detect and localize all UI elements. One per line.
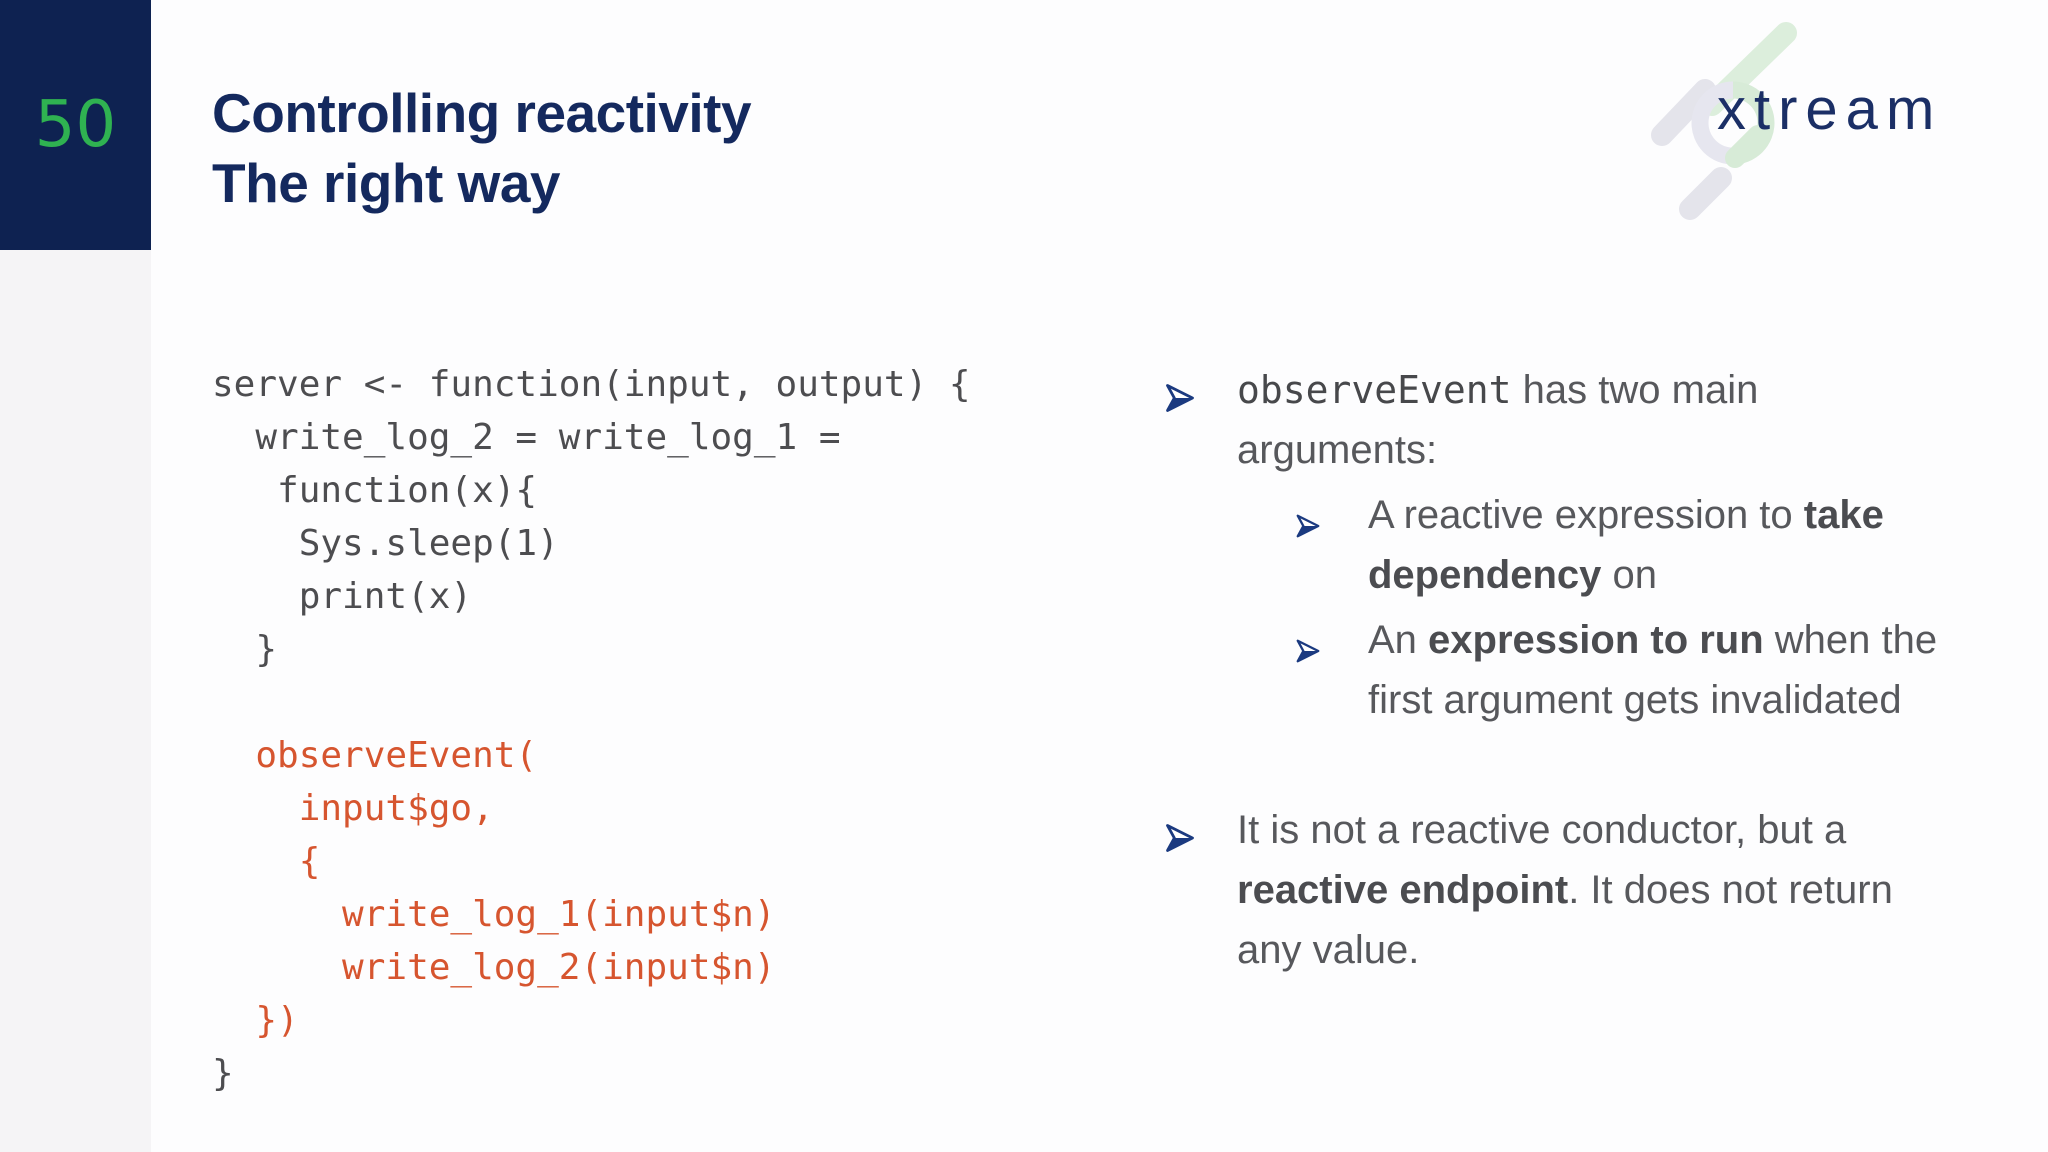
code-line: function(x){ — [212, 470, 538, 511]
bullet-list: observeEvent has two main arguments:A re… — [1163, 360, 1963, 985]
arrow-bullet-icon — [1166, 824, 1194, 852]
bullet-text-segment: An — [1368, 618, 1429, 662]
code-line: { — [212, 841, 321, 882]
code-block: server <- function(input, output) { writ… — [212, 358, 971, 1100]
title-line-2: The right way — [212, 152, 561, 214]
bullet-marker — [1163, 360, 1237, 432]
code-line — [212, 676, 971, 729]
bullet-marker — [1163, 800, 1237, 872]
code-line: } — [212, 1053, 234, 1094]
bullet-marker — [1294, 485, 1368, 557]
bullet-marker — [1294, 610, 1368, 682]
code-line: server <- function(input, output) { — [212, 364, 971, 405]
page-title: Controlling reactivity The right way — [212, 78, 752, 218]
slide-number: 50 — [34, 88, 117, 162]
slide-number-box: 50 — [0, 0, 151, 250]
bullet-text: A reactive expression to take dependency… — [1368, 485, 1943, 605]
bullet-text-segment: It is not a reactive conductor, but a — [1237, 808, 1847, 852]
bullet-item: An expression to run when the first argu… — [1163, 610, 1963, 730]
code-line: observeEvent( — [212, 735, 538, 776]
left-side-strip — [0, 250, 151, 1152]
code-line: write_log_1(input$n) — [212, 894, 776, 935]
code-line: write_log_2(input$n) — [212, 947, 776, 988]
bullet-text: observeEvent has two main arguments: — [1237, 360, 1942, 480]
code-line: Sys.sleep(1) — [212, 523, 559, 564]
brand-logo: xtream — [1645, 10, 2005, 230]
bullet-item: It is not a reactive conductor, but a re… — [1163, 800, 1963, 980]
code-line: write_log_2 = write_log_1 = — [212, 417, 841, 458]
xtream-logo-icon — [1651, 22, 1797, 220]
code-line: }) — [212, 1000, 299, 1041]
arrow-bullet-icon — [1166, 384, 1194, 412]
bullet-text-segment: on — [1601, 553, 1658, 597]
bullet-text: It is not a reactive conductor, but a re… — [1237, 800, 1942, 980]
bullet-text-segment: . It does not return any value. — [1237, 868, 1893, 972]
bullet-text-segment: observeEvent — [1237, 368, 1512, 412]
bullet-text-segment: reactive endpoint — [1237, 868, 1569, 912]
bullet-text-segment: has two main arguments: — [1237, 368, 1759, 472]
code-line: } — [212, 629, 278, 670]
code-line: print(x) — [212, 576, 473, 617]
bullet-text-segment: expression to run — [1428, 618, 1764, 662]
bullet-text-segment: take dependency — [1368, 493, 1884, 597]
brand-name: xtream — [1717, 77, 1943, 142]
arrow-bullet-icon — [1296, 514, 1320, 538]
bullet-text: An expression to run when the first argu… — [1368, 610, 1943, 730]
title-line-1: Controlling reactivity — [212, 82, 752, 144]
arrow-bullet-icon — [1296, 639, 1320, 663]
bullet-text-segment: A reactive expression to — [1368, 493, 1804, 537]
bullet-item: A reactive expression to take dependency… — [1163, 485, 1963, 605]
bullet-text-segment: when the first argument gets invalidated — [1368, 618, 1938, 722]
bullet-item: observeEvent has two main arguments: — [1163, 360, 1963, 480]
code-line: input$go, — [212, 788, 494, 829]
